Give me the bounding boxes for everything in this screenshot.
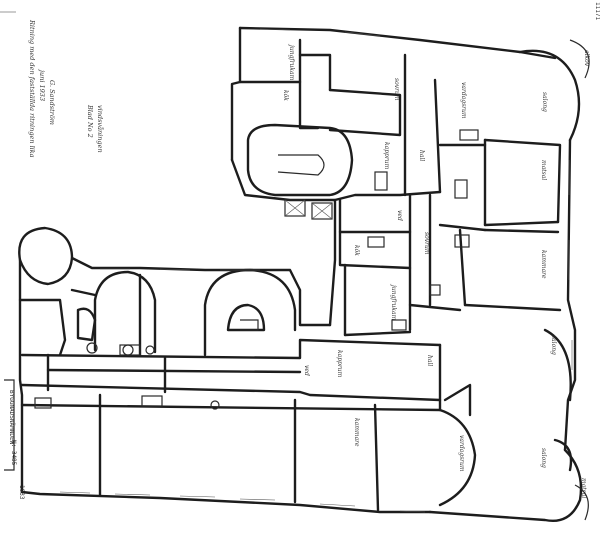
bay-windows — [438, 39, 590, 521]
room-label-sovrum-mid: sovrum — [423, 232, 430, 255]
room-label-kammare-top: kammare — [540, 250, 547, 279]
room-label-sovrum-top: sovrum — [393, 78, 400, 101]
room-label-jungfrukam-top: jungfrukam — [288, 43, 295, 81]
room-label-salong-bottom: salong — [540, 448, 547, 468]
stamp-top-right: 11171 — [594, 2, 600, 20]
room-labels: sovrum vardagsrum salong matsal kammare … — [282, 43, 590, 498]
room-label-hall-mid: hall — [426, 355, 433, 366]
room-label-kapprum-top: kapprum — [383, 142, 390, 170]
room-label-matsal-bottom: matsal — [580, 478, 587, 498]
annotations: 11171 Ritning med den fastställda ritnin… — [0, 2, 600, 500]
room-label-kok-top: kök — [282, 90, 289, 101]
room-label-salong-mid: salong — [550, 335, 557, 355]
approval-note: Ritning med den fastställda ritningen li… — [28, 19, 36, 158]
room-label-alkov: alkov — [583, 50, 590, 67]
room-label-salong-top: salong — [541, 92, 548, 112]
room-label-hall-top: hall — [418, 150, 425, 161]
room-label-ved-bottom: ved — [303, 365, 310, 376]
sheet-note: Blad No 2 — [86, 104, 94, 138]
window-marks — [59, 28, 573, 513]
approval-date: juni 1933 — [38, 68, 46, 101]
room-label-matsal-top: matsal — [540, 160, 547, 180]
sheet-note-2: vindsvåningen — [96, 105, 105, 153]
room-label-jungfrukam-mid: jungfrukam — [390, 283, 397, 321]
signature: G. Sandström — [48, 80, 56, 125]
room-label-kok-mid: kök — [353, 245, 360, 256]
fixtures — [34, 129, 479, 410]
archive-year: 1933 — [18, 485, 25, 500]
room-label-kammare-bottom: kammare — [353, 418, 360, 447]
room-label-vardagsrum-bottom: vardagsrum — [458, 435, 465, 472]
room-label-vardagsrum-top: vardagsrum — [460, 82, 467, 119]
room-label-kapprum-mid: kapprum — [336, 350, 343, 378]
upper-wing-walls — [238, 38, 562, 337]
archive-stamp: BYGGNADSNÄMNDEN — [8, 390, 15, 445]
left-wing-walls — [18, 268, 472, 512]
room-label-ved-top: ved — [396, 210, 403, 221]
